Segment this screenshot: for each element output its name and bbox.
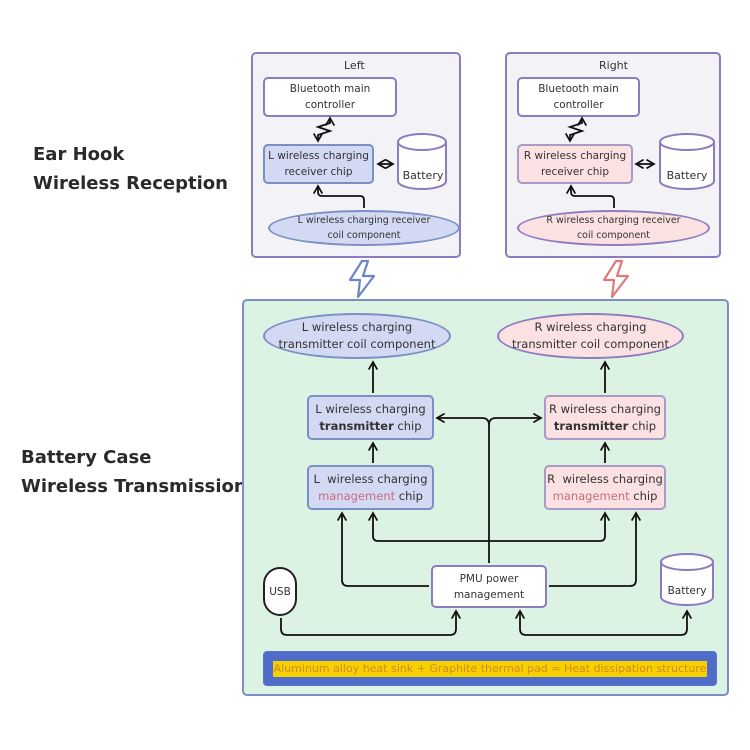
right-battery-label: Battery xyxy=(667,169,708,182)
left-receiver-coil: L wireless charging receiver coil compone… xyxy=(268,210,460,246)
right-mgmt-line1: R wireless charging xyxy=(547,471,663,486)
left-tx-coil-line1: L wireless charging xyxy=(301,320,413,334)
right-management-chip: R wireless charging management chip xyxy=(544,465,666,510)
left-battery-icon xyxy=(397,133,447,190)
left-tx-chip-bold: transmitter xyxy=(319,418,394,433)
left-mgmt-suffix: chip xyxy=(395,488,423,503)
pmu-right-mgmt-line xyxy=(549,511,642,587)
battery-pmu-arrow xyxy=(514,609,693,636)
right-panel-title: Right xyxy=(599,59,628,72)
right-coil-line1: R wireless charging receiver xyxy=(546,215,681,226)
left-transmitter-coil: L wireless charging transmitter coil comp… xyxy=(263,313,451,359)
left-lightning-icon xyxy=(348,259,376,299)
battery-case-label: Battery Case Wireless Transmission xyxy=(21,443,247,501)
battery-case-label-line2: Wireless Transmission xyxy=(21,476,247,497)
pmu-to-right-txchip xyxy=(488,412,543,426)
right-tx-chip-line1: R wireless charging xyxy=(549,401,661,416)
left-bluetooth-controller: Bluetooth main controller xyxy=(263,77,397,117)
pmu-left-mgmt-line xyxy=(336,511,429,587)
mgmt-shared-line xyxy=(367,511,611,542)
usb-pmu-arrow xyxy=(280,609,462,636)
left-tx-chip-suffix: chip xyxy=(393,418,422,433)
pmu-line2: management xyxy=(453,588,525,601)
right-lightning-icon xyxy=(602,259,630,299)
left-tx-coil-line2: transmitter coil component xyxy=(278,337,436,351)
left-coil-line1: L wireless charging receiver xyxy=(297,215,431,226)
right-rx-line1: R wireless charging xyxy=(523,150,627,162)
right-receiver-chip: R wireless charging receiver chip xyxy=(517,144,633,184)
usb-label: USB xyxy=(269,585,291,598)
pmu-power-management: PMU power management xyxy=(431,565,547,608)
case-battery-icon xyxy=(660,553,714,606)
left-coil-line2: coil component xyxy=(327,230,401,241)
case-battery-label: Battery xyxy=(668,585,707,597)
usb-port: USB xyxy=(263,567,297,616)
right-bt-line2: controller xyxy=(553,99,604,111)
ear-hook-label-line1: Ear Hook xyxy=(33,144,125,165)
heat-dissipation-bar: Aluminum alloy heat sink + Graphite ther… xyxy=(263,651,717,686)
right-rx-line2: receiver chip xyxy=(540,166,610,178)
right-bt-rx-link-arrow xyxy=(564,116,588,143)
ear-hook-label: Ear Hook Wireless Reception xyxy=(33,140,228,198)
right-mgmt-colored: management xyxy=(552,488,630,503)
left-bt-rx-link-arrow xyxy=(312,116,336,143)
left-bt-line1: Bluetooth main xyxy=(289,83,371,95)
left-bt-line2: controller xyxy=(304,99,356,111)
left-tx-chip-line1: L wireless charging xyxy=(315,401,426,416)
right-transmitter-chip: R wireless charging transmitter chip xyxy=(544,395,666,440)
left-rx-line1: L wireless charging xyxy=(268,150,369,162)
left-transmitter-chip: L wireless charging transmitter chip xyxy=(307,395,434,440)
right-mgmt-suffix: chip xyxy=(629,488,658,503)
right-coil-rx-arrow xyxy=(565,184,615,208)
right-tx-coil-line1: R wireless charging xyxy=(534,320,647,334)
left-receiver-chip: L wireless charging receiver chip xyxy=(263,144,374,184)
battery-case-label-line1: Battery Case xyxy=(21,447,152,468)
right-receiver-coil: R wireless charging receiver coil compone… xyxy=(517,210,710,246)
right-bt-line1: Bluetooth main xyxy=(538,83,619,95)
right-coil-line2: coil component xyxy=(576,230,651,241)
left-coil-rx-arrow xyxy=(312,184,365,208)
left-panel-title: Left xyxy=(344,59,365,72)
left-mgmt-line1: L wireless charging xyxy=(313,471,428,486)
ear-hook-label-line2: Wireless Reception xyxy=(33,173,228,194)
right-bluetooth-controller: Bluetooth main controller xyxy=(517,77,640,117)
heat-dissipation-text: Aluminum alloy heat sink + Graphite ther… xyxy=(272,660,708,677)
left-management-chip: L wireless charging management chip xyxy=(307,465,434,510)
right-tx-chip-suffix: chip xyxy=(628,418,657,433)
right-tx-chip-bold: transmitter xyxy=(553,418,629,433)
left-rx-line2: receiver chip xyxy=(284,166,353,178)
right-tx-coil-line2: transmitter coil component xyxy=(512,337,669,351)
left-mgmt-colored: management xyxy=(318,488,396,503)
right-transmitter-coil: R wireless charging transmitter coil comp… xyxy=(497,313,684,359)
right-battery-icon xyxy=(659,133,715,190)
left-battery-label: Battery xyxy=(403,169,444,182)
pmu-line1: PMU power xyxy=(459,572,519,585)
